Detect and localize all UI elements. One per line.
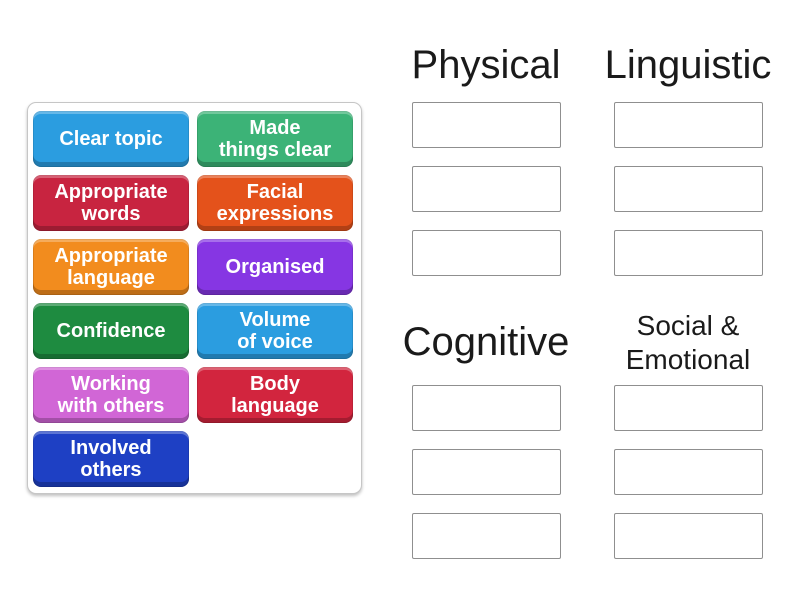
tile-working-with-others[interactable]: Working with others: [33, 367, 189, 423]
group-social-emotional: Social & Emotional: [588, 300, 788, 577]
drop-slot-social-emotional-3[interactable]: [613, 513, 763, 559]
drop-slot-linguistic-1[interactable]: [613, 102, 763, 148]
tile-volume-of-voice[interactable]: Volume of voice: [197, 303, 353, 359]
drop-slot-physical-3[interactable]: [411, 230, 561, 276]
drop-slot-cognitive-3[interactable]: [411, 513, 561, 559]
group-title-linguistic: Linguistic: [604, 43, 772, 88]
tile-tray-grid: Clear topic Made things clear Appropriat…: [33, 111, 356, 487]
drop-slot-physical-2[interactable]: [411, 166, 561, 212]
group-linguistic: Linguistic: [588, 30, 788, 294]
drop-slot-social-emotional-1[interactable]: [613, 385, 763, 431]
tile-involved-others[interactable]: Involved others: [33, 431, 189, 487]
drop-slot-cognitive-2[interactable]: [411, 449, 561, 495]
drop-slot-cognitive-1[interactable]: [411, 385, 561, 431]
group-title-social-emotional: Social & Emotional: [625, 310, 751, 375]
tile-tray: Clear topic Made things clear Appropriat…: [27, 102, 362, 494]
tile-clear-topic[interactable]: Clear topic: [33, 111, 189, 167]
tile-made-things-clear[interactable]: Made things clear: [197, 111, 353, 167]
group-physical: Physical: [386, 30, 586, 294]
drop-slot-physical-1[interactable]: [411, 102, 561, 148]
drop-slot-linguistic-3[interactable]: [613, 230, 763, 276]
tile-body-language[interactable]: Body language: [197, 367, 353, 423]
tile-appropriate-language[interactable]: Appropriate language: [33, 239, 189, 295]
tile-appropriate-words[interactable]: Appropriate words: [33, 175, 189, 231]
tile-facial-expressions[interactable]: Facial expressions: [197, 175, 353, 231]
tile-confidence[interactable]: Confidence: [33, 303, 189, 359]
drop-slot-linguistic-2[interactable]: [613, 166, 763, 212]
drop-slot-social-emotional-2[interactable]: [613, 449, 763, 495]
group-title-cognitive: Cognitive: [402, 319, 570, 364]
tile-organised[interactable]: Organised: [197, 239, 353, 295]
group-cognitive: Cognitive: [386, 300, 586, 577]
group-title-physical: Physical: [411, 43, 561, 88]
